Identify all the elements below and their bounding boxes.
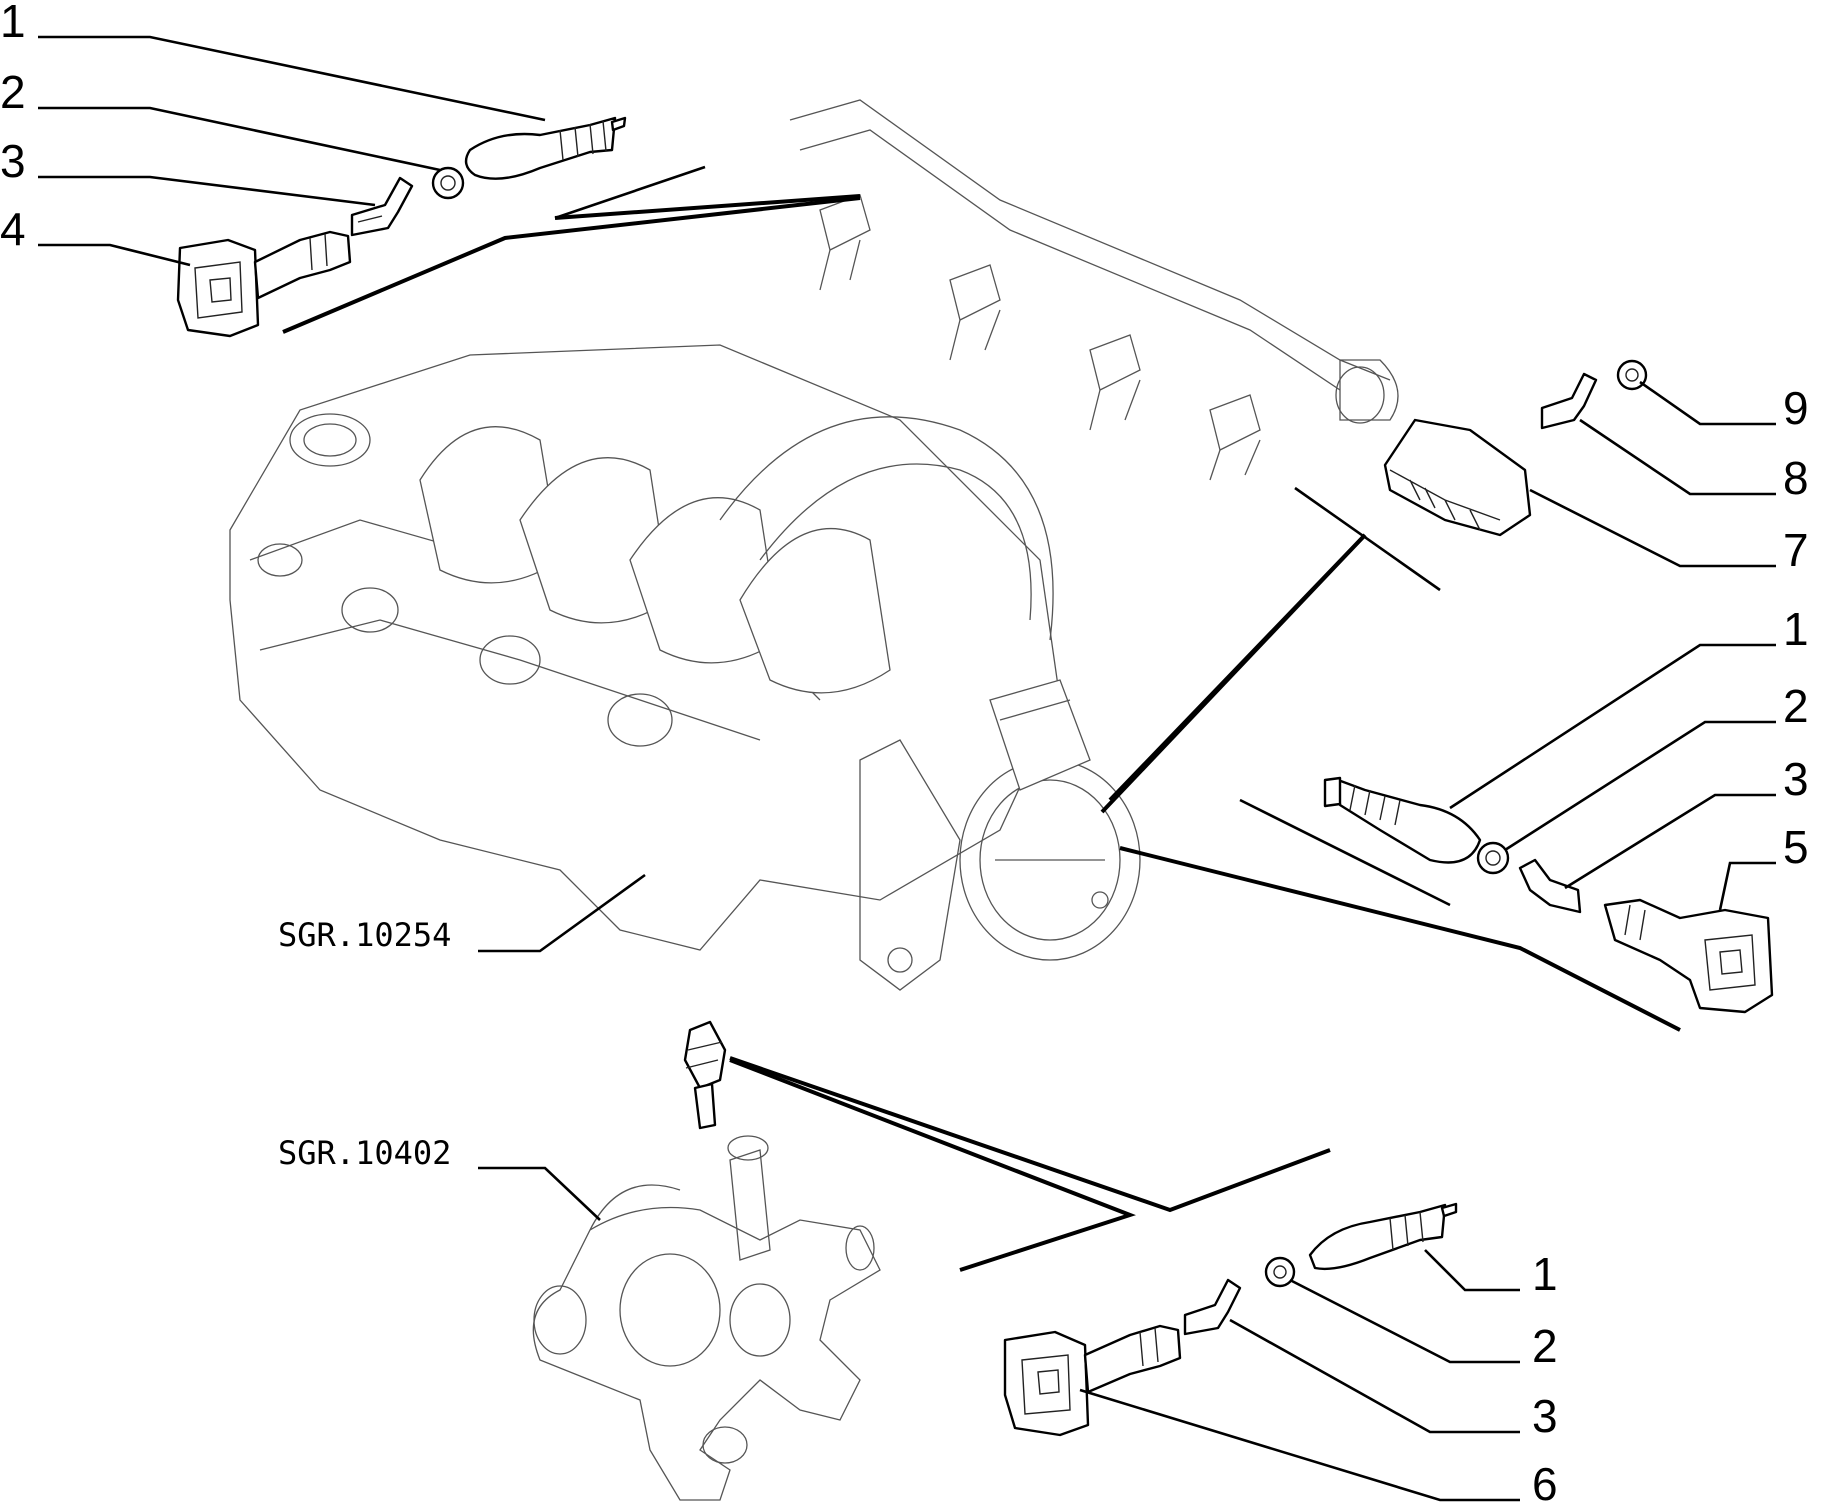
- callout-1-bottom: 1: [1532, 1248, 1558, 1300]
- rubber-boot-1b: [1336, 778, 1482, 864]
- part-set-bottom: [1003, 1202, 1458, 1437]
- callout-2-middle: 2: [1783, 680, 1809, 732]
- intake-manifold-drawing: [229, 344, 1141, 991]
- callout-5: 5: [1783, 821, 1809, 873]
- grommet-9: [1616, 359, 1648, 391]
- callout-9: 9: [1783, 382, 1809, 434]
- rubber-boot-1c: [1308, 1203, 1447, 1271]
- ref-intake-manifold: SGR.10254: [278, 916, 451, 954]
- connector-housing-4: [176, 238, 260, 338]
- multi-pin-connector-7: [1383, 418, 1532, 537]
- part-set-right: [1383, 359, 1648, 537]
- terminal-8: [1540, 372, 1598, 430]
- grommet-2: [431, 166, 465, 200]
- callout-3-bottom: 3: [1532, 1390, 1558, 1442]
- part-set-middle: [1323, 776, 1774, 1014]
- callout-2-top-left: 2: [0, 66, 26, 118]
- callout-2-bottom: 2: [1532, 1320, 1558, 1372]
- thermostat-housing-drawing: [532, 1135, 881, 1501]
- terminal-3b: [1518, 858, 1582, 914]
- connector-housing-6: [1003, 1330, 1090, 1437]
- callout-1-middle: 1: [1783, 603, 1809, 655]
- callout-3-top-left: 3: [0, 135, 26, 187]
- temperature-sensor: [683, 1020, 727, 1130]
- grommet-2c: [1264, 1256, 1296, 1288]
- terminal-3: [350, 176, 414, 237]
- grommet-2b: [1476, 841, 1510, 875]
- callouts-bottom: 1 2 3 6: [1532, 1248, 1558, 1506]
- callouts-right: 9 8 7: [1783, 382, 1809, 576]
- ref-thermostat: SGR.10402: [278, 1134, 451, 1172]
- callout-3-middle: 3: [1783, 753, 1809, 805]
- connector-housing-5: [1603, 898, 1774, 1014]
- rubber-boot-1: [464, 116, 617, 180]
- callout-6: 6: [1532, 1458, 1558, 1506]
- callout-8: 8: [1783, 452, 1809, 504]
- callout-4-top-left: 4: [0, 203, 26, 255]
- callout-7: 7: [1783, 524, 1809, 576]
- fuel-rail-drawing: [789, 99, 1399, 481]
- leader-lines: [38, 35, 1776, 1502]
- part-set-top-left: [176, 116, 627, 338]
- terminal-3c: [1183, 1278, 1242, 1336]
- callouts-top-left: 1 2 3 4: [0, 0, 26, 255]
- callouts-middle: 1 2 3 5: [1783, 603, 1809, 873]
- callout-1-top-left: 1: [0, 0, 26, 47]
